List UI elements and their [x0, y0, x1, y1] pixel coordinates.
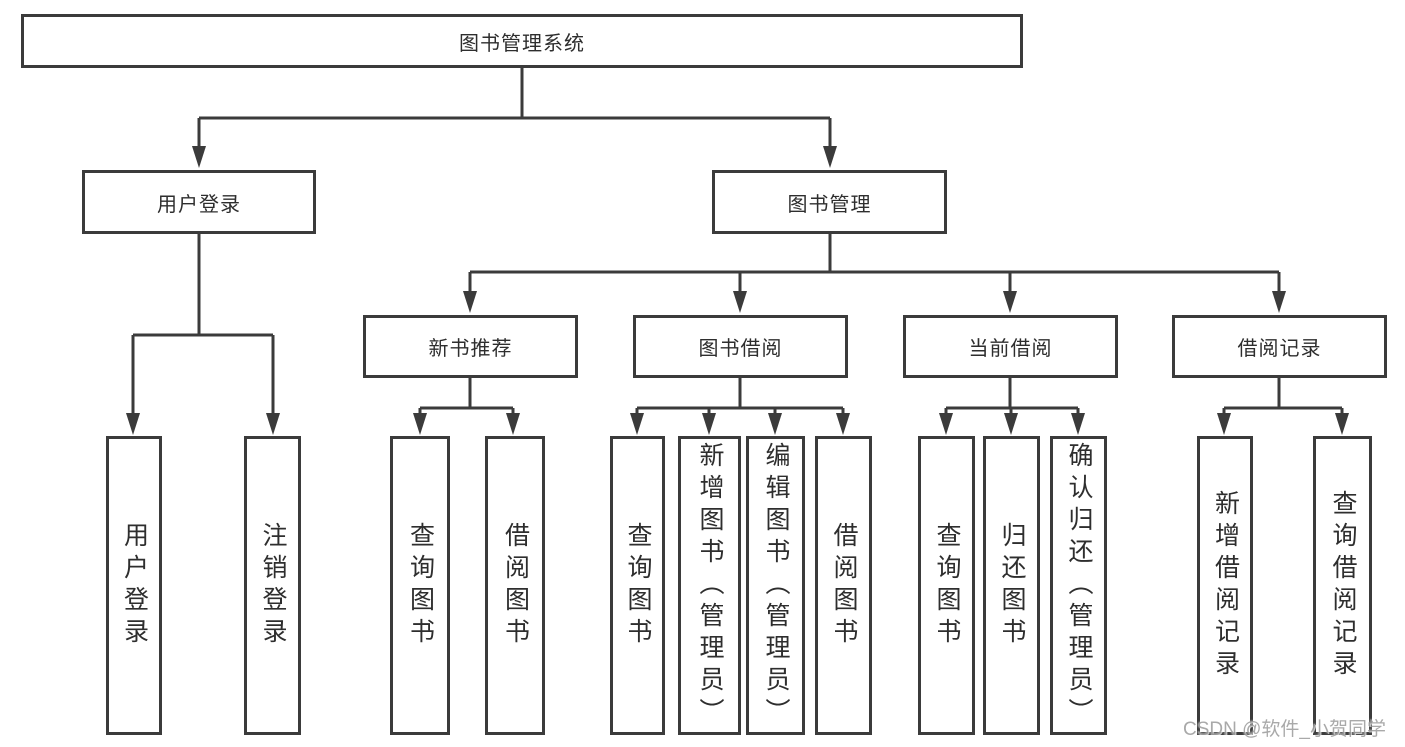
connector-bookmgmt-to-level3	[468, 234, 1281, 295]
connector-newbooks-to-leaves	[418, 378, 515, 416]
node-book-management-label: 图书管理	[787, 193, 872, 216]
node-new-book-recommend: 新书推荐	[363, 315, 578, 378]
node-user-login-label: 用户登录	[157, 193, 241, 216]
leaf-logout-label: 注销登录	[259, 521, 287, 650]
node-book-borrowing-label: 图书借阅	[698, 338, 783, 360]
connector-borrowing-to-leaves	[635, 378, 845, 416]
leaf-current-return-label: 归还图书	[998, 521, 1026, 650]
leaf-records-add-label: 新增借阅记录	[1211, 489, 1240, 682]
leaf-borrowing-add-admin: 新增图书（管理员）	[678, 436, 741, 735]
connector-userlogin-to-leaves	[131, 234, 275, 416]
node-current-borrowing-label: 当前借阅	[968, 338, 1053, 360]
leaf-user-login: 用户登录	[106, 436, 162, 735]
leaf-borrowing-borrow: 借阅图书	[815, 436, 872, 735]
leaf-newbooks-borrow: 借阅图书	[485, 436, 545, 735]
leaf-records-query: 查询借阅记录	[1313, 436, 1372, 735]
leaf-current-query-label: 查询图书	[933, 521, 961, 650]
leaf-records-query-label: 查询借阅记录	[1329, 489, 1357, 682]
node-new-book-recommend-label: 新书推荐	[428, 338, 513, 360]
node-user-login: 用户登录	[82, 170, 316, 234]
leaf-current-confirm-admin: 确认归还（管理员）	[1050, 436, 1107, 735]
leaf-borrowing-query-label: 查询图书	[624, 521, 652, 650]
leaf-records-add: 新增借阅记录	[1197, 436, 1253, 735]
leaf-newbooks-borrow-label: 借阅图书	[501, 521, 530, 650]
node-book-management: 图书管理	[712, 170, 947, 234]
leaf-current-return: 归还图书	[983, 436, 1040, 735]
leaf-newbooks-query-label: 查询图书	[406, 521, 435, 650]
leaf-borrowing-borrow-label: 借阅图书	[830, 521, 858, 650]
leaf-borrowing-query: 查询图书	[610, 436, 665, 735]
leaf-current-query: 查询图书	[918, 436, 975, 735]
leaf-borrowing-add-admin-label: 新增图书（管理员）	[696, 441, 724, 730]
node-root: 图书管理系统	[21, 14, 1023, 68]
node-current-borrowing: 当前借阅	[903, 315, 1118, 378]
node-book-borrowing: 图书借阅	[633, 315, 848, 378]
connector-records-to-leaves	[1222, 378, 1344, 416]
leaf-newbooks-query: 查询图书	[390, 436, 450, 735]
connector-current-to-leaves	[944, 378, 1080, 416]
node-root-label: 图书管理系统	[459, 32, 585, 55]
leaf-user-login-label: 用户登录	[120, 521, 149, 650]
node-borrow-records: 借阅记录	[1172, 315, 1387, 378]
leaf-borrowing-edit-admin: 编辑图书（管理员）	[746, 436, 805, 735]
leaf-logout: 注销登录	[244, 436, 301, 735]
leaf-borrowing-edit-admin-label: 编辑图书（管理员）	[762, 441, 790, 730]
leaf-current-confirm-admin-label: 确认归还（管理员）	[1065, 441, 1093, 730]
csdn-watermark: CSDN @软件_小贺同学	[1183, 719, 1386, 740]
node-borrow-records-label: 借阅记录	[1237, 338, 1322, 360]
arrowheads	[126, 146, 1349, 435]
connector-root-to-level2	[197, 68, 832, 150]
